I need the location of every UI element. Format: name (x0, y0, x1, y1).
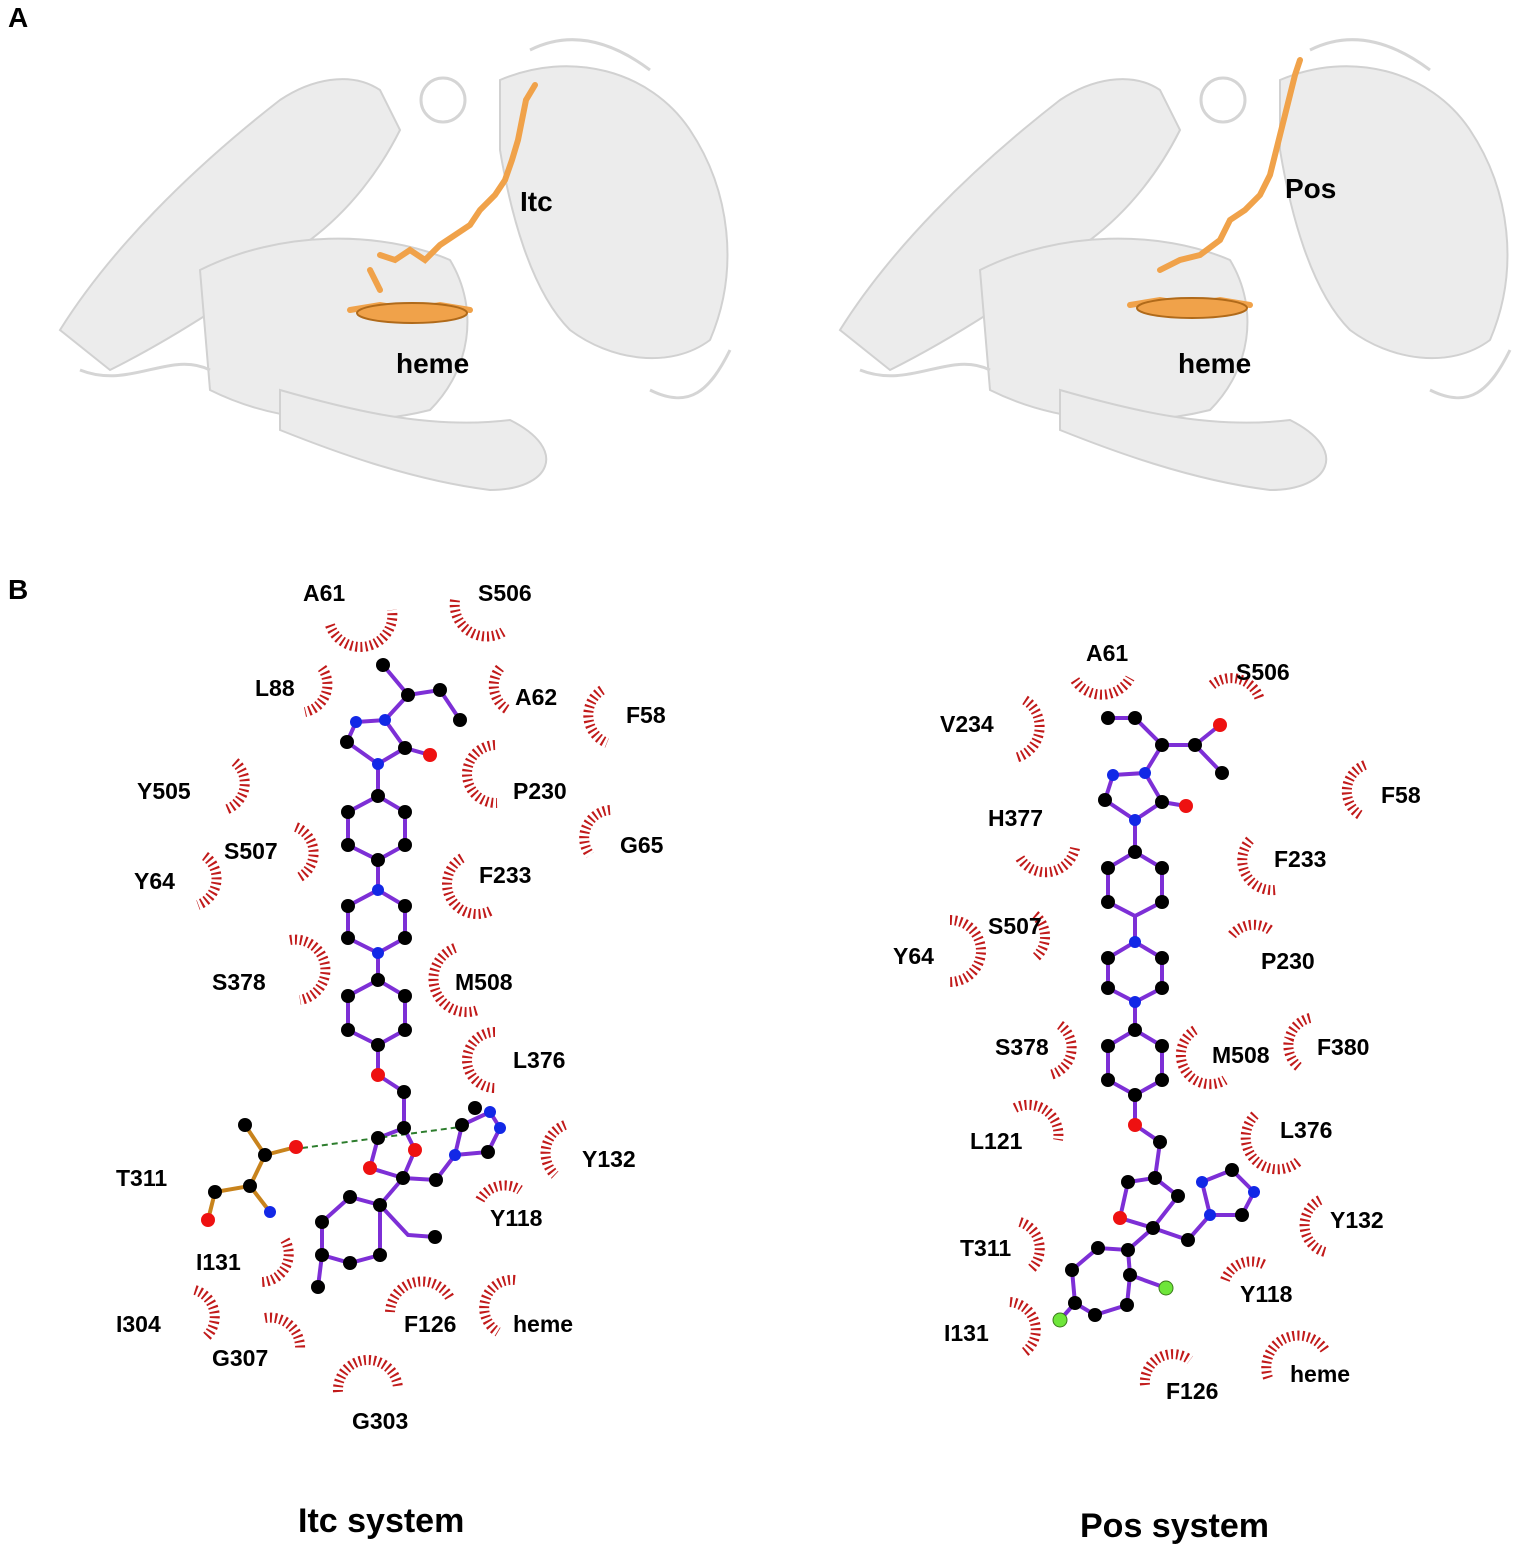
pos-contact-arcs (949, 673, 1368, 1386)
pos-residue-label: Y118 (1240, 1281, 1293, 1307)
itc-heme-label: heme (396, 348, 470, 379)
pos-atoms (1052, 711, 1260, 1328)
itc-residue-label: F58 (626, 702, 666, 728)
pos-residue-label: Y64 (893, 943, 934, 969)
itc-residue-label: A62 (515, 684, 558, 710)
itc-residue-label: F233 (479, 862, 532, 888)
pos-residue-label: S378 (995, 1034, 1049, 1060)
itc-residue-label: A61 (303, 580, 346, 606)
itc-residue-label: M508 (455, 969, 513, 995)
itc-residue-label: L376 (513, 1047, 566, 1073)
pos-residue-label: F126 (1166, 1378, 1219, 1404)
itc-residue-label: Y64 (134, 868, 175, 894)
itc-residue-label: S507 (224, 838, 278, 864)
pos-residue-label: Y132 (1330, 1207, 1384, 1233)
pos-residue-label: L376 (1280, 1117, 1333, 1143)
itc-t311-bonds (206, 1123, 297, 1221)
itc-residue-label: G303 (352, 1408, 409, 1434)
panel-a-letter: A (8, 2, 29, 33)
itc-protein-structure (58, 38, 732, 492)
itc-contact-arcs (193, 599, 611, 1393)
pos-residue-label: V234 (940, 711, 994, 737)
pos-residue-label: T311 (960, 1235, 1012, 1261)
itc-residue-label: I131 (196, 1249, 241, 1275)
pos-residue-label: F233 (1274, 846, 1327, 872)
itc-residue-label: heme (513, 1311, 574, 1337)
itc-system-caption: Itc system (298, 1502, 465, 1540)
itc-residue-label: Y118 (490, 1205, 543, 1231)
pos-residue-label: M508 (1212, 1042, 1270, 1068)
itc-residue-label: I304 (116, 1311, 161, 1337)
itc-residue-label: G65 (620, 832, 664, 858)
pos-residue-label: S507 (988, 913, 1042, 939)
panel-b-letter: B (8, 574, 29, 605)
itc-residue-label: L88 (255, 675, 295, 701)
pos-system-caption: Pos system (1080, 1507, 1269, 1545)
itc-atoms (201, 658, 506, 1294)
itc-residue-label: G307 (212, 1345, 269, 1371)
pos-heme-label: heme (1178, 348, 1252, 379)
pos-residue-label: H377 (988, 805, 1043, 831)
itc-residue-label: Y132 (582, 1146, 636, 1172)
itc-ligand-label: Itc (520, 186, 553, 217)
pos-residue-label: A61 (1086, 640, 1129, 666)
itc-residue-label: F126 (404, 1311, 457, 1337)
pos-residue-label: P230 (1261, 948, 1315, 974)
pos-residue-label: F58 (1381, 782, 1421, 808)
itc-residue-label: T311 (116, 1165, 168, 1191)
pos-residue-label: S506 (1236, 659, 1290, 685)
pos-protein-structure (838, 38, 1512, 492)
itc-residue-label: S378 (212, 969, 266, 995)
itc-residue-label: S506 (478, 580, 532, 606)
pos-ligand-label: Pos (1285, 173, 1337, 204)
itc-residue-label: Y505 (137, 778, 191, 804)
itc-hydrogen-bond (301, 1126, 461, 1149)
pos-residue-label: L121 (970, 1128, 1023, 1154)
pos-residue-label: heme (1290, 1361, 1351, 1387)
itc-residue-label: P230 (513, 778, 567, 804)
pos-residue-label: F380 (1317, 1034, 1370, 1060)
pos-residue-label: I131 (944, 1320, 989, 1346)
